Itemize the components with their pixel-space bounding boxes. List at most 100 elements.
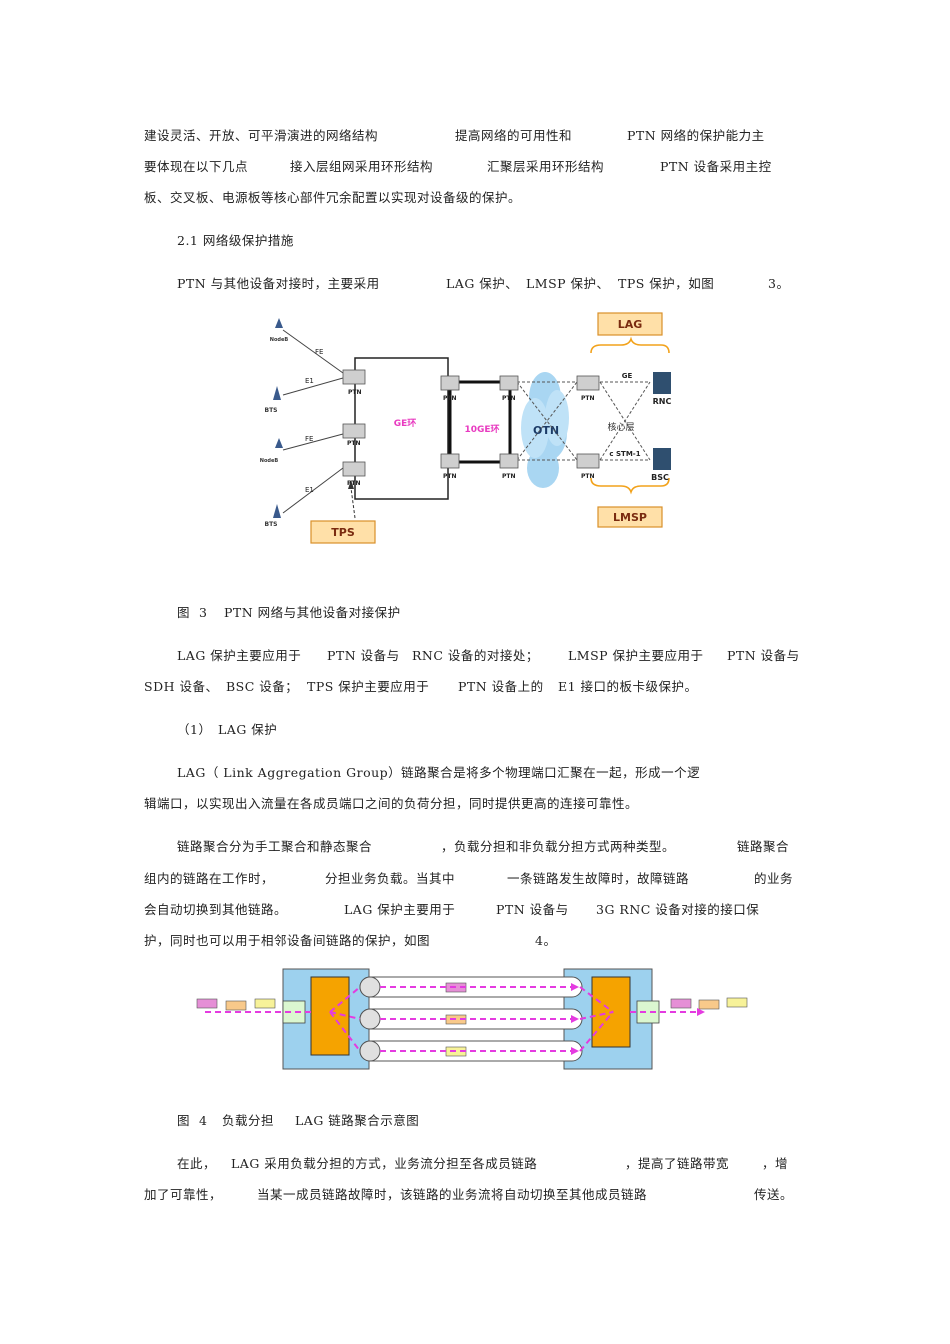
nodeb-label-2: NodeB [260, 458, 279, 464]
packet-in-orange [225, 1000, 247, 1011]
p1-line2-c: 汇聚层采用环形结构 [487, 159, 605, 174]
p5-line2-c: 传送。 [754, 1187, 794, 1202]
p2-line1-a: LAG 保护主要应用于 [177, 648, 302, 663]
core-layer-label: 核心层 [607, 421, 634, 433]
p2-line2-e: E1 接口的板卡级保护。 [558, 679, 698, 694]
packet-in-pink [196, 998, 218, 1009]
p5-line2-a: 加了可靠性， [144, 1187, 223, 1202]
p4-line4-a: 护，同时也可以用于相邻设备间链路的保护，如图 [144, 933, 431, 948]
ge-ring-label: GE环 [394, 418, 417, 429]
p4-line2-b: 分担业务负载。当其中 [325, 871, 456, 886]
intro-e: 3。 [768, 276, 790, 291]
ten-ge-ring [448, 380, 512, 464]
tps-box [310, 520, 376, 544]
p4-line3-b: LAG 保护主要用于 [344, 902, 456, 917]
fig3-caption-b: 3 [199, 605, 208, 620]
ptn-label-f: PTN [502, 395, 516, 402]
tps-box-label: TPS [331, 526, 355, 539]
p1-line1-a: 建设灵活、开放、可平滑演进的网络结构 [144, 128, 379, 143]
p4-line3-c: PTN 设备与 [496, 902, 569, 917]
p3-line1: LAG（ Link Aggregation Group）链路聚合是将多个物理端口… [177, 765, 701, 780]
ptn-label-c: PTN [347, 480, 361, 487]
rnc-label: RNC [653, 397, 672, 406]
fig3-caption-c: PTN 网络与其他设备对接保护 [224, 605, 401, 620]
p2-line2-b: BSC 设备； [226, 679, 299, 694]
ptn-label-g: PTN [502, 473, 516, 480]
p5-line1-d: ，增 [762, 1156, 789, 1171]
p1-line2-b: 接入层组网采用环形结构 [290, 159, 434, 174]
intro-d: TPS 保护，如图 [618, 276, 715, 291]
ptn-label-a: PTN [348, 389, 362, 396]
p1-line2-d: PTN 设备采用主控 [660, 159, 772, 174]
lag-right-port [636, 1000, 660, 1024]
fig4-caption-b: 4 [199, 1113, 208, 1128]
fig4-caption-c: 负载分担 [222, 1113, 275, 1128]
p3-line2: 辑端口，以实现出入流量在各成员端口之间的负荷分担，同时提供更高的连接可靠性。 [144, 796, 639, 811]
packet-out-orange [698, 999, 720, 1010]
intro-b: LAG 保护、 [446, 276, 519, 291]
ptn-label-d: PTN [443, 395, 457, 402]
fig3-caption-a: 图 [177, 605, 191, 620]
p5-line1-a: 在此， [177, 1156, 217, 1171]
packet-in-yellow [254, 998, 276, 1009]
p1-line1-b: 提高网络的可用性和 [455, 128, 573, 143]
p2-line2-a: SDH 设备、 [144, 679, 219, 694]
cstm1-label: c STM-1 [609, 450, 640, 458]
p2-line2-d: PTN 设备上的 [458, 679, 544, 694]
p5-line2-b: 当某一成员链路故障时，该链路的业务流将自动切换至其他成员链路 [257, 1187, 648, 1202]
e1-label-1: E1 [305, 377, 314, 385]
nodeb-label-1: NodeB [270, 337, 289, 343]
intro-c: LMSP 保护、 [526, 276, 610, 291]
fig4-caption-d: LAG 链路聚合示意图 [295, 1113, 420, 1128]
p4-line1-c: 链路聚合 [737, 839, 790, 854]
p4-line2-c: 一条链路发生故障时，故障链路 [507, 871, 690, 886]
rnc-device [653, 372, 671, 394]
section-heading: 2.1 网络级保护措施 [177, 233, 294, 248]
ptn-label-e: PTN [443, 473, 457, 480]
ge-link-label: GE [622, 372, 633, 380]
bts-label-2: BTS [265, 521, 278, 528]
ge-ring [354, 357, 449, 500]
ptn-label-i: PTN [581, 473, 595, 480]
p2-line1-e: PTN 设备与 [727, 648, 800, 663]
sub-heading-num: （1） [177, 722, 212, 737]
sub-heading-text: LAG 保护 [218, 722, 278, 737]
p4-line3-a: 会自动切换到其他链路。 [144, 902, 288, 917]
lag-box [597, 312, 663, 336]
ten-ge-ring-label: 10GE环 [464, 424, 499, 435]
figure3-network-diagram: LAG LMSP TPS GE环 10GE环 OTN [260, 312, 672, 544]
e1-label-2: E1 [305, 486, 314, 494]
p4-line1-b: ，负载分担和非负载分担方式两种类型。 [441, 839, 676, 854]
p2-line1-d: LMSP 保护主要应用于 [568, 648, 704, 663]
fe-label-2: FE [305, 435, 313, 443]
ptn-label-b: PTN [347, 440, 361, 447]
packet-out-yellow [726, 997, 748, 1008]
p2-line2-c: TPS 保护主要应用于 [307, 679, 430, 694]
p4-line3-d: 3G RNC 设备对接的接口保 [596, 902, 760, 917]
intro-a: PTN 与其他设备对接时，主要采用 [177, 276, 380, 291]
p4-line2-d: 的业务 [754, 871, 794, 886]
p1-line3: 板、交叉板、电源板等核心部件冗余配置以实现对设备级的保护。 [144, 190, 522, 205]
p5-line1-b: LAG 采用负载分担的方式，业务流分担至各成员链路 [231, 1156, 538, 1171]
p4-line4-b: 4。 [535, 933, 557, 948]
lmsp-box [597, 506, 663, 528]
otn-label: OTN [533, 424, 559, 437]
lmsp-box-label: LMSP [613, 511, 647, 524]
p2-line1-c: RNC 设备的对接处； [412, 648, 539, 663]
p1-line1-c: PTN 网络的保护能力主 [627, 128, 765, 143]
ptn-label-h: PTN [581, 395, 595, 402]
p4-line1-a: 链路聚合分为手工聚合和静态聚合 [177, 839, 373, 854]
bts-label-1: BTS [265, 407, 278, 414]
p5-line1-c: ，提高了链路带宽 [625, 1156, 730, 1171]
figure4-lag-diagram [196, 968, 748, 1070]
packet-out-pink [670, 998, 692, 1009]
bsc-label: BSC [651, 473, 669, 482]
p2-line1-b: PTN 设备与 [327, 648, 400, 663]
fig4-caption-a: 图 [177, 1113, 191, 1128]
lag-left-module [310, 976, 350, 1056]
lag-box-label: LAG [618, 318, 643, 331]
p4-line2-a: 组内的链路在工作时， [144, 871, 275, 886]
otn-cloud: OTN [521, 372, 569, 488]
p1-line2-a: 要体现在以下几点 [144, 159, 249, 174]
fe-label-1: FE [315, 348, 323, 356]
